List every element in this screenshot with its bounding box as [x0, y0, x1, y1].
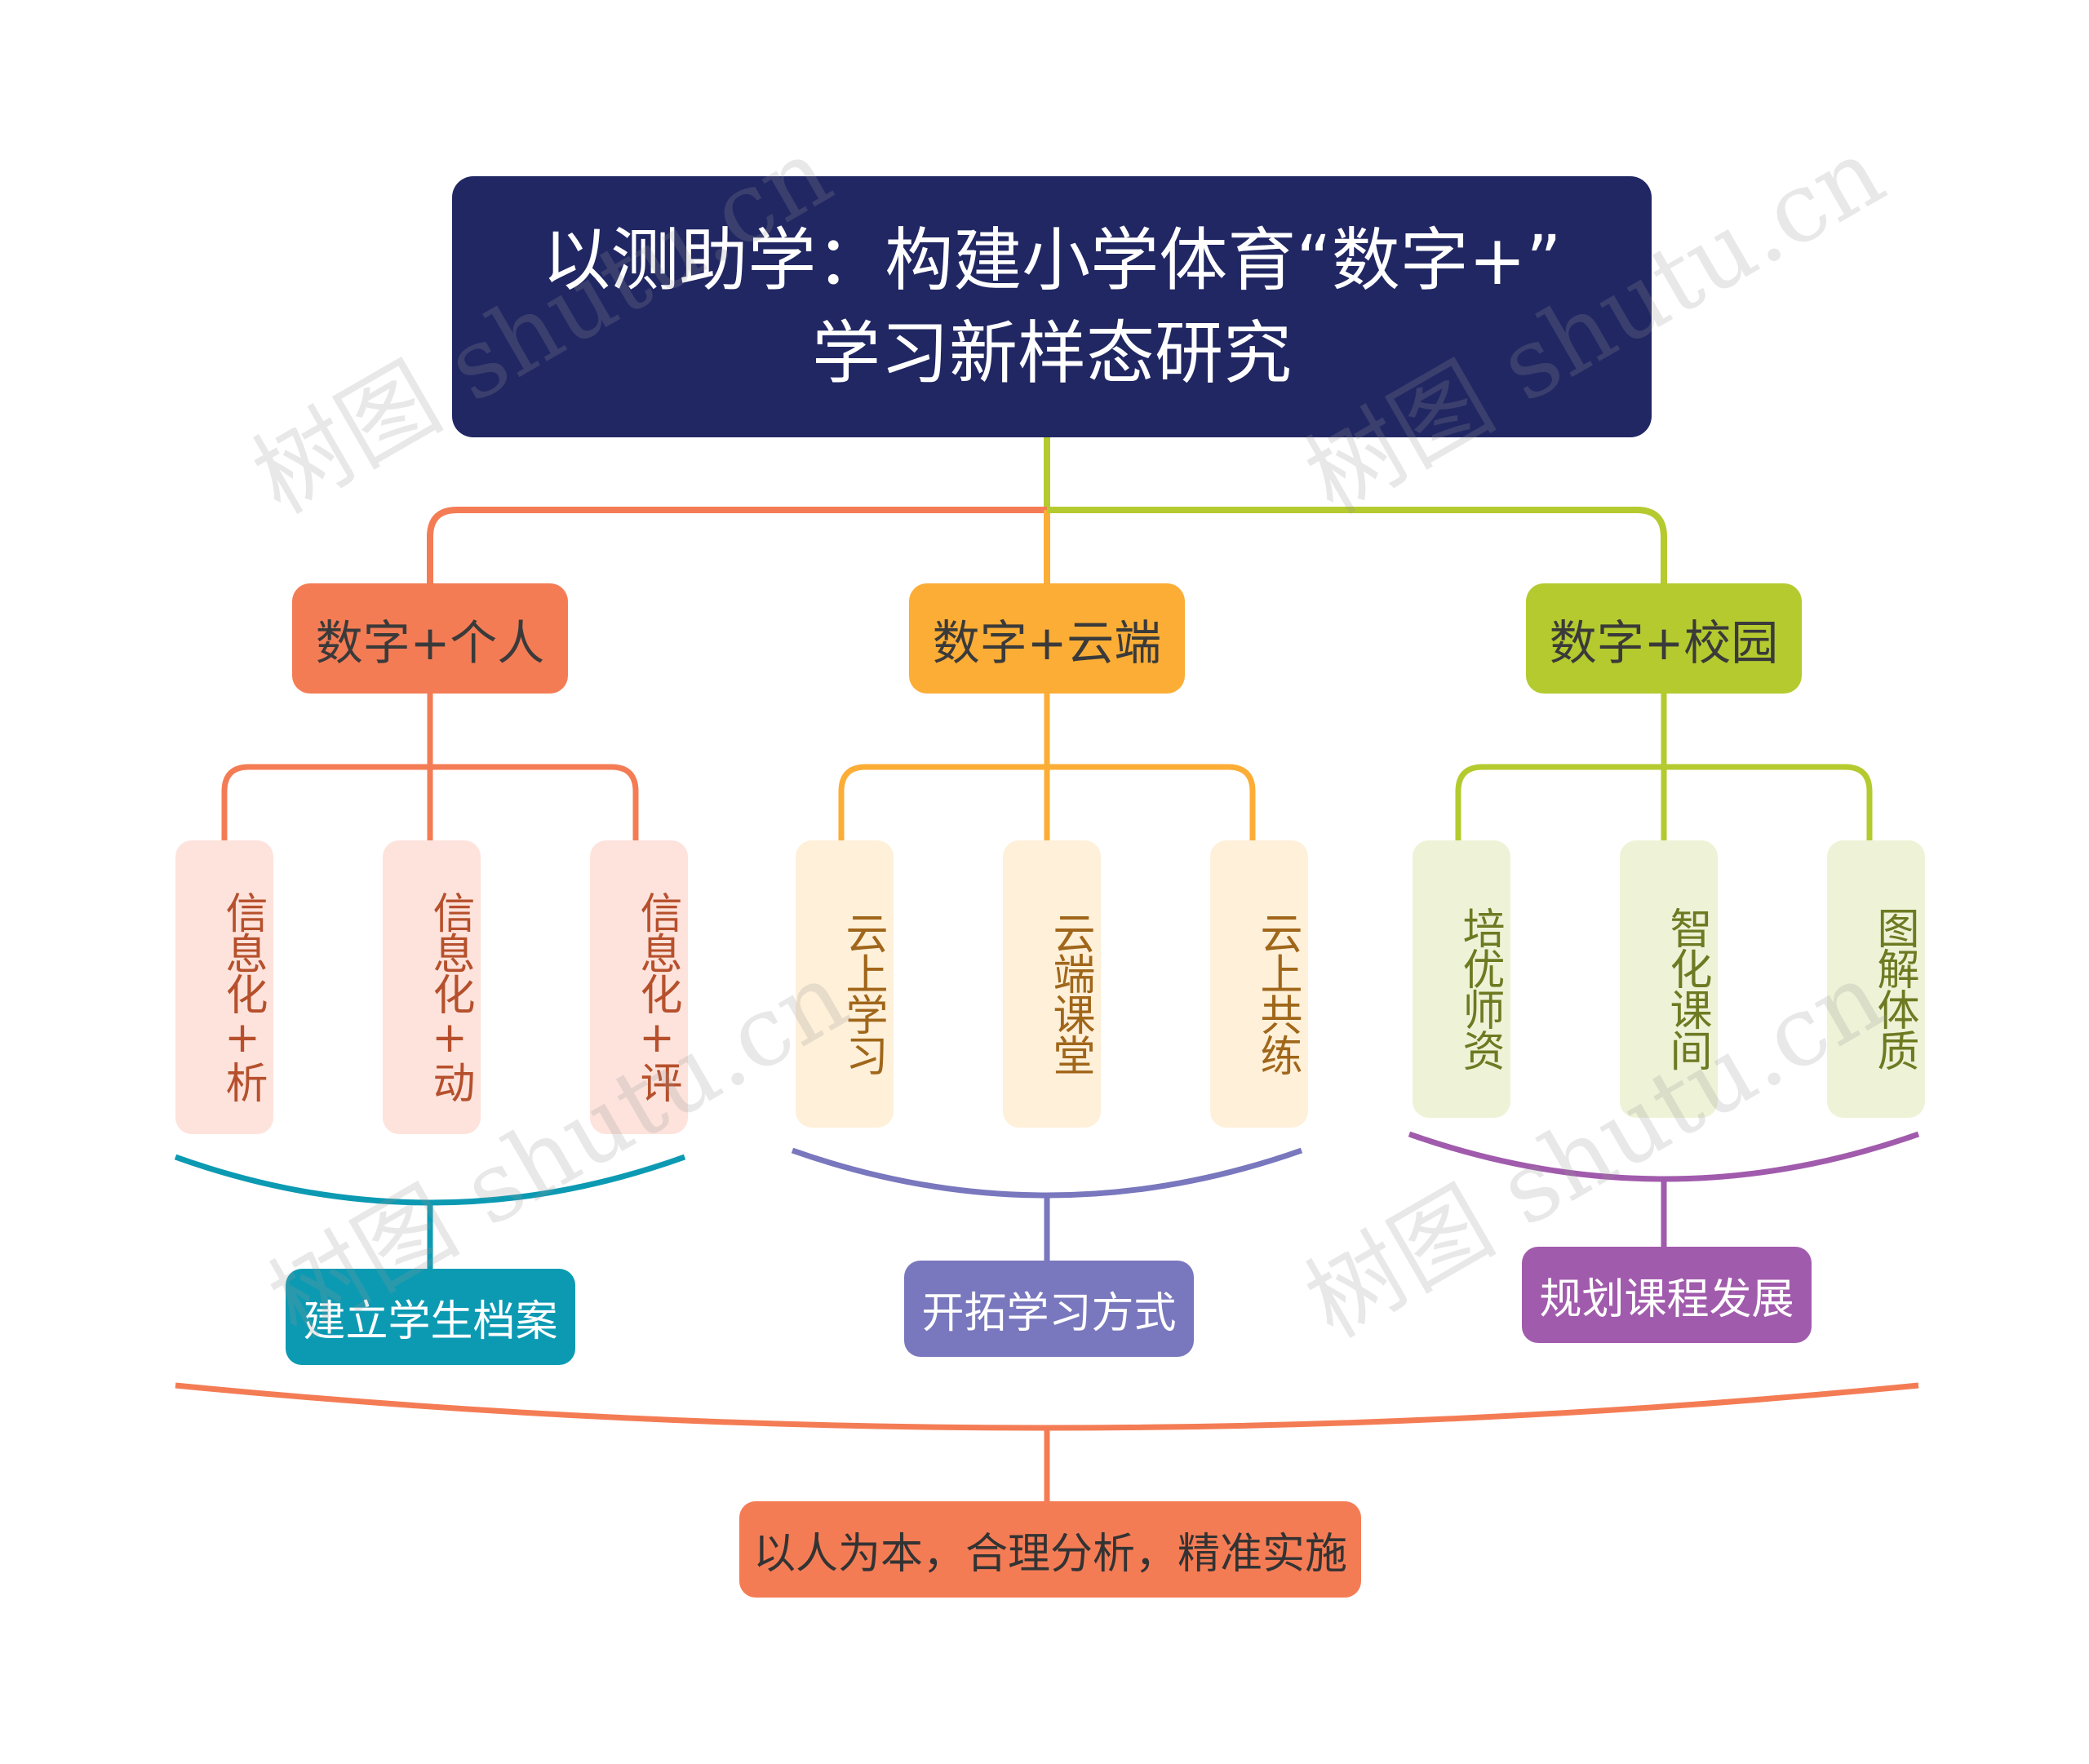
category-label: 数字+个人 — [315, 614, 545, 671]
summary-label: 开拓学习方式 — [921, 1288, 1177, 1338]
leaf-node[interactable]: 信息化+评 — [590, 840, 688, 1134]
summary-brace-campus — [1408, 1131, 1920, 1182]
leaf-node[interactable]: 图解体质 — [1827, 840, 1925, 1118]
leaf-connector-cloud — [838, 694, 1256, 840]
summary-cloud[interactable]: 开拓学习方式 — [904, 1261, 1194, 1357]
category-campus[interactable]: 数字+校园 — [1526, 583, 1802, 694]
leaf-label: 信息化+评 — [632, 891, 681, 1101]
final-summary[interactable]: 以人为本，合理分析，精准实施 — [739, 1501, 1361, 1598]
leaf-connector-campus — [1455, 694, 1873, 840]
branch-connector-personal — [427, 507, 1047, 583]
category-cloud[interactable]: 数字+云端 — [909, 583, 1185, 694]
summary-campus[interactable]: 规划课程发展 — [1522, 1247, 1812, 1343]
leaf-label: 云上共练 — [1253, 911, 1302, 1075]
leaf-connector-personal — [221, 694, 639, 840]
leaf-label: 信息化+动 — [425, 891, 474, 1101]
summary-brace-personal — [174, 1154, 686, 1206]
category-label: 数字+校园 — [1549, 614, 1779, 671]
final-summary-label: 以人为本，合理分析，精准实施 — [752, 1529, 1347, 1579]
root-title-line1: 以测助学：构建小学体育“数字+” — [542, 220, 1562, 300]
leaf-node[interactable]: 培优师资 — [1413, 840, 1510, 1118]
final-brace — [175, 1382, 1919, 1431]
summary-label: 建立学生档案 — [303, 1296, 558, 1346]
leaf-node[interactable]: 云端课堂 — [1003, 840, 1101, 1128]
summary-label: 规划课程发展 — [1539, 1274, 1794, 1324]
leaf-label: 智化课间 — [1662, 906, 1711, 1070]
summary-brace-cloud — [791, 1147, 1303, 1199]
root-topic[interactable]: 以测助学：构建小学体育“数字+” 学习新样态研究 — [452, 176, 1652, 437]
category-personal[interactable]: 数字+个人 — [292, 583, 568, 694]
category-label: 数字+云端 — [932, 614, 1162, 671]
leaf-label: 云上学习 — [838, 911, 887, 1075]
leaf-node[interactable]: 云上共练 — [1210, 840, 1308, 1128]
leaf-node[interactable]: 信息化+动 — [383, 840, 481, 1134]
branch-connector-campus — [1047, 507, 1667, 583]
leaf-label: 培优师资 — [1455, 906, 1504, 1070]
root-title-line2: 学习新样态研究 — [811, 313, 1292, 393]
leaf-label: 信息化+析 — [218, 891, 267, 1101]
leaf-label: 云端课堂 — [1045, 911, 1094, 1075]
leaf-node[interactable]: 信息化+析 — [175, 840, 273, 1134]
leaf-node[interactable]: 云上学习 — [796, 840, 894, 1128]
leaf-label: 图解体质 — [1869, 906, 1918, 1070]
summary-personal[interactable]: 建立学生档案 — [286, 1269, 575, 1365]
leaf-node[interactable]: 智化课间 — [1620, 840, 1718, 1118]
